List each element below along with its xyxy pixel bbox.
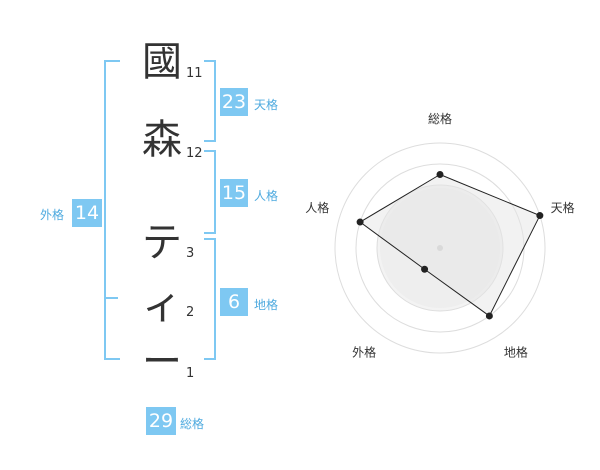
tenkaku-label: 天格 (254, 98, 279, 112)
gaikaku-bracket (104, 60, 120, 360)
soukaku-label: 総格 (180, 417, 205, 431)
stroke-count-5: 1 (186, 366, 195, 381)
stroke-count-2: 12 (186, 146, 203, 161)
tenkaku-value-box: 23 (220, 88, 248, 116)
name-char-1: 國 (142, 39, 182, 85)
chikaku-value-box: 6 (220, 288, 248, 316)
gaikaku-label: 外格 (40, 208, 65, 222)
gaikaku-bracket-divider (104, 297, 118, 299)
stroke-count-1: 11 (186, 66, 203, 81)
jinkaku-value-box: 15 (220, 179, 248, 207)
name-char-5: ー (142, 339, 182, 385)
name-char-2: 森 (142, 117, 182, 163)
radar-label-0: 総格 (428, 111, 452, 126)
stroke-count-3: 3 (186, 246, 195, 261)
radar-label-1: 天格 (551, 200, 575, 215)
radar-point-人格 (356, 218, 364, 226)
radar-label-4: 人格 (305, 200, 329, 215)
soukaku-value-box: 29 (146, 407, 176, 435)
jinkaku-label: 人格 (254, 189, 279, 203)
stroke-count-4: 2 (186, 305, 195, 320)
radar-point-外格 (421, 265, 429, 273)
gaikaku-value-box: 14 (72, 199, 102, 227)
jinkaku-bracket (204, 150, 216, 234)
radar-point-総格 (436, 171, 444, 178)
radar-point-天格 (536, 212, 544, 220)
radar-label-2: 地格 (504, 344, 528, 359)
name-char-4: ィ (142, 282, 182, 328)
radar-polygon (359, 173, 541, 317)
chikaku-label: 地格 (254, 298, 279, 312)
radar-label-3: 外格 (352, 344, 376, 359)
chikaku-bracket (204, 238, 216, 360)
radar-point-地格 (485, 312, 493, 320)
name-char-3: テ (142, 220, 182, 266)
tenkaku-bracket (204, 60, 216, 142)
